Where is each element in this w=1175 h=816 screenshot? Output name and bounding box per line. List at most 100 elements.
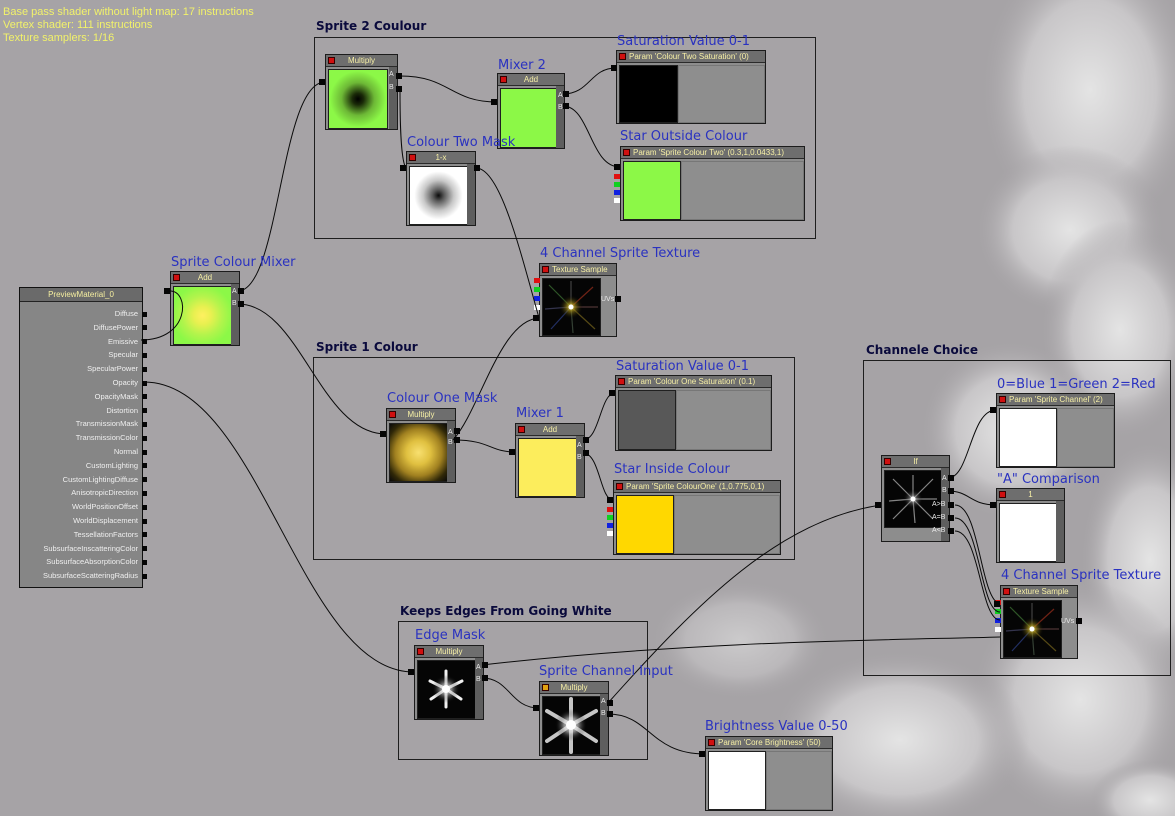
pin-channel-b[interactable] <box>607 711 613 717</box>
pin-mixer1-out[interactable] <box>509 449 515 455</box>
pin-colour-one-a[interactable] <box>454 428 460 434</box>
node-multiply-channel-input[interactable]: Multiply A B <box>539 681 609 756</box>
node-param-saturation-2[interactable]: Param 'Colour Two Saturation' (0) <box>616 50 766 124</box>
material-input-pin[interactable] <box>142 532 147 538</box>
node-close-icon[interactable] <box>623 149 630 156</box>
pin-sprite-mixer-a[interactable] <box>238 288 244 294</box>
node-close-icon[interactable] <box>1003 588 1010 595</box>
node-close-icon[interactable] <box>999 396 1006 403</box>
node-multiply-colour-one[interactable]: Multiply A B <box>386 408 456 483</box>
pin-sprite-mixer-out[interactable] <box>164 288 170 294</box>
node-close-icon[interactable] <box>708 739 715 746</box>
pin-colour-one-b[interactable] <box>454 437 460 443</box>
material-input-pin[interactable] <box>142 380 147 386</box>
pin-sat1-out[interactable] <box>609 390 615 396</box>
material-input-pin[interactable] <box>142 490 147 496</box>
pin-star-inside-out[interactable] <box>607 497 613 503</box>
pin-tex-b-out[interactable] <box>994 601 1000 607</box>
pin-multiply-top-a[interactable] <box>396 73 402 79</box>
material-input-pin[interactable] <box>142 339 147 345</box>
pin-brightness-out[interactable] <box>699 751 705 757</box>
pin-edge-out[interactable] <box>408 669 414 675</box>
pin-star-outside-out[interactable] <box>614 164 620 170</box>
material-input-pin[interactable] <box>142 408 147 414</box>
node-close-icon[interactable] <box>518 426 525 433</box>
pin-edge-a[interactable] <box>482 662 488 668</box>
material-input-pin[interactable] <box>142 311 147 317</box>
pin-mixer2-b[interactable] <box>563 103 569 109</box>
node-param-sprite-channel[interactable]: Param 'Sprite Channel' (2) <box>996 393 1115 468</box>
pin-one-minus-in[interactable] <box>474 165 480 171</box>
pin-sprite-channel-out[interactable] <box>990 407 996 413</box>
node-add-mixer-1[interactable]: Add A B <box>515 423 585 498</box>
node-close-icon[interactable] <box>542 684 549 691</box>
node-param-saturation-1[interactable]: Param 'Colour One Saturation' (0.1) <box>615 375 772 451</box>
node-add-mixer-2[interactable]: Add A B <box>497 73 565 149</box>
material-input-customlightingdiffuse: CustomLightingDiffuse <box>62 474 138 484</box>
material-input-pin[interactable] <box>142 518 147 524</box>
pin-multiply-top-b[interactable] <box>396 86 402 92</box>
pin-if-b[interactable] <box>948 488 954 494</box>
pin-channel-out[interactable] <box>533 705 539 711</box>
pin-tex-a-uvs[interactable] <box>615 296 621 302</box>
node-texture-sample-a[interactable]: Texture Sample UVs <box>534 263 617 337</box>
material-input-pin[interactable] <box>142 449 147 455</box>
node-close-icon[interactable] <box>389 411 396 418</box>
material-input-pin[interactable] <box>142 477 147 483</box>
pin-sprite-mixer-b[interactable] <box>238 301 244 307</box>
pin-channel-a[interactable] <box>607 700 613 706</box>
node-add-sprite-colour-mixer[interactable]: Add A B <box>170 271 240 346</box>
material-input-pin[interactable] <box>142 325 147 331</box>
node-close-icon[interactable] <box>500 76 507 83</box>
pin-const-one-out[interactable] <box>990 502 996 508</box>
node-close-icon[interactable] <box>884 458 891 465</box>
material-input-customlighting: CustomLighting <box>85 460 138 470</box>
node-close-icon[interactable] <box>409 154 416 161</box>
node-multiply-edge-mask[interactable]: Multiply A B <box>414 645 484 720</box>
pin-multiply-top-out[interactable] <box>319 79 325 85</box>
node-close-icon[interactable] <box>618 378 625 385</box>
pin-tex-b-uvs[interactable] <box>1076 618 1082 624</box>
node-close-icon[interactable] <box>619 53 626 60</box>
pin-mixer1-a[interactable] <box>583 437 589 443</box>
pin-tex-a-out[interactable] <box>533 315 539 321</box>
node-param-star-outside[interactable]: Param 'Sprite Colour Two' (0.3,1,0.0433,… <box>620 146 805 221</box>
material-input-pin[interactable] <box>142 421 147 427</box>
pin-if-a[interactable] <box>948 475 954 481</box>
node-if[interactable]: If A B A>B A=B A<B <box>881 455 950 542</box>
material-input-pin[interactable] <box>142 463 147 469</box>
node-one-minus[interactable]: 1-x <box>406 151 476 226</box>
pin-mixer2-out[interactable] <box>491 99 497 105</box>
pin-edge-b[interactable] <box>482 675 488 681</box>
pin-mixer1-b[interactable] <box>583 450 589 456</box>
node-param-brightness[interactable]: Param 'Core Brightness' (50) <box>705 736 833 811</box>
node-close-icon[interactable] <box>328 57 335 64</box>
pin-one-minus-out[interactable] <box>400 165 406 171</box>
node-close-icon[interactable] <box>173 274 180 281</box>
node-texture-sample-b[interactable]: Texture Sample UVs <box>995 585 1078 659</box>
pin-if-out[interactable] <box>875 502 881 508</box>
node-close-icon[interactable] <box>999 491 1006 498</box>
pin-colour-one-out[interactable] <box>380 431 386 437</box>
pin-mixer2-a[interactable] <box>563 91 569 97</box>
node-close-icon[interactable] <box>542 266 549 273</box>
node-constant-one[interactable]: 1 <box>996 488 1065 563</box>
pin-if-a-lt-b[interactable] <box>948 528 954 534</box>
pin-sat2-out[interactable] <box>611 65 617 71</box>
pin-label-a-eq-b: A=B <box>932 514 946 521</box>
pin-if-a-gt-b[interactable] <box>948 502 954 508</box>
material-input-pin[interactable] <box>142 546 147 552</box>
material-input-pin[interactable] <box>142 559 147 565</box>
material-input-pin[interactable] <box>142 394 147 400</box>
material-input-pin[interactable] <box>142 573 147 579</box>
material-input-pin[interactable] <box>142 352 147 358</box>
node-close-icon[interactable] <box>417 648 424 655</box>
pin-if-a-eq-b[interactable] <box>948 515 954 521</box>
material-input-pin[interactable] <box>142 504 147 510</box>
material-input-pin[interactable] <box>142 435 147 441</box>
node-close-icon[interactable] <box>616 483 623 490</box>
material-input-pin[interactable] <box>142 366 147 372</box>
node-param-star-inside[interactable]: Param 'Sprite ColourOne' (1,0.775,0,1) <box>613 480 781 555</box>
node-multiply-top[interactable]: Multiply A B <box>325 54 398 130</box>
